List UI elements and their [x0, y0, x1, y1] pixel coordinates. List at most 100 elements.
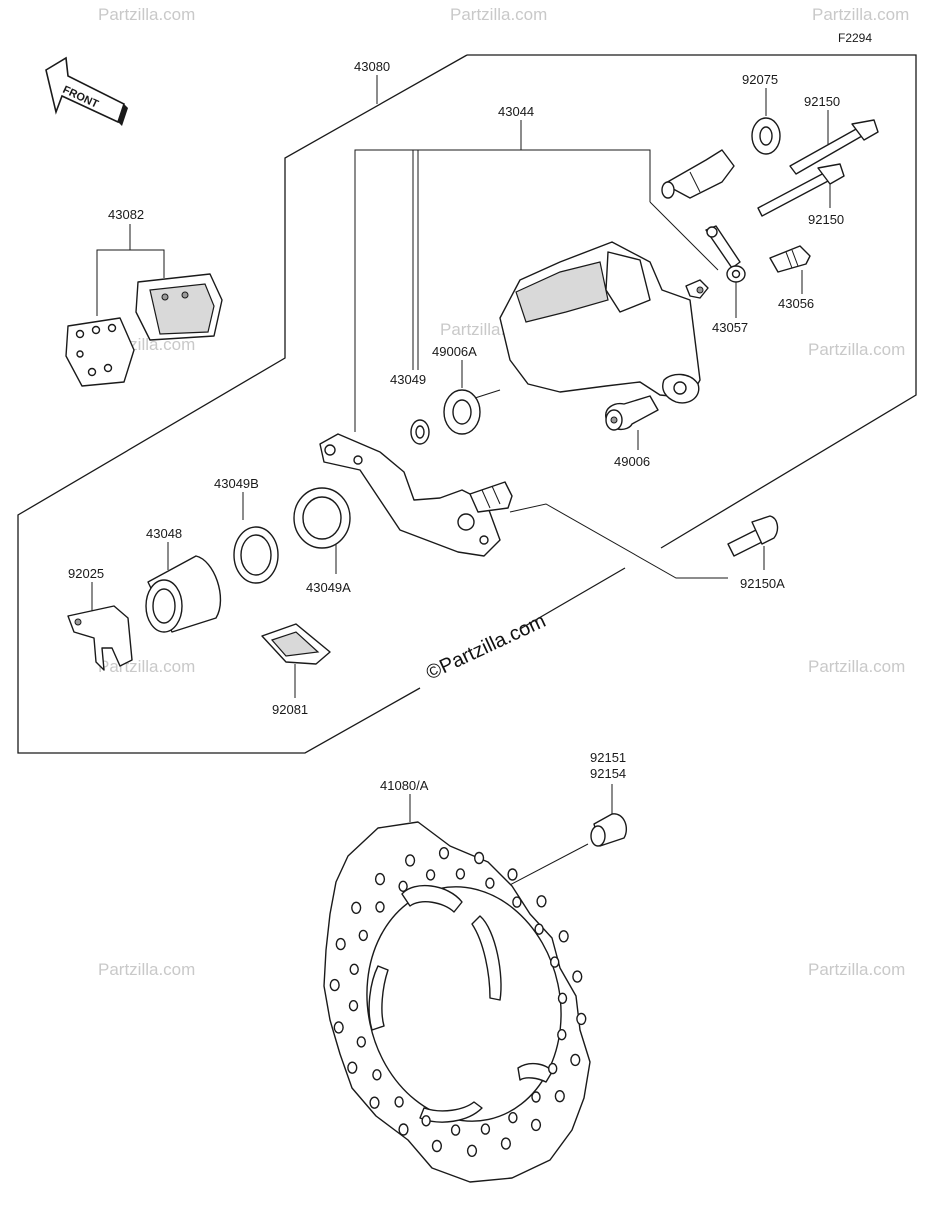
- disc-hole: [570, 1053, 581, 1067]
- piston-seal-inner: [233, 526, 279, 584]
- label-92150A: 92150A: [740, 576, 785, 591]
- watermark: Partzilla.com: [808, 340, 905, 359]
- disc-hole: [531, 1091, 541, 1103]
- disc-hole: [485, 877, 495, 889]
- disc-hole: [394, 1096, 404, 1108]
- disc-hole: [455, 868, 466, 880]
- disc-hole: [348, 1000, 359, 1012]
- watermark-center: ©Partzilla.com: [423, 610, 549, 685]
- pad-spring-link: [705, 225, 746, 283]
- assembly-frame: [17, 54, 468, 754]
- disc-hole: [375, 901, 385, 913]
- disc-hole: [356, 1036, 366, 1048]
- label-49006: 49006: [614, 454, 650, 469]
- disc-hole: [557, 1028, 567, 1041]
- watermark: Partzilla.com: [812, 5, 909, 24]
- disc-hole: [372, 1069, 382, 1081]
- part-labels: 43080 43044 92075 92150 92150 43082 4305…: [68, 59, 844, 793]
- disc-hole: [333, 1021, 344, 1034]
- caliper-frame: [354, 149, 651, 432]
- label-92150-bottom: 92150: [808, 212, 844, 227]
- disc-hole: [558, 930, 569, 943]
- label-49006A: 49006A: [432, 344, 477, 359]
- disc-hole: [550, 956, 560, 968]
- disc-hole: [466, 1144, 478, 1158]
- brake-pad-front: [65, 317, 135, 387]
- boot-seal: [751, 117, 781, 155]
- label-41080A: 41080/A: [380, 778, 429, 793]
- figure-ref: F2294: [838, 31, 872, 45]
- label-92154: 92154: [590, 766, 626, 781]
- piston-seal-outer: [293, 487, 351, 549]
- disc-hole: [576, 1012, 587, 1026]
- disc-hole: [500, 1137, 512, 1150]
- disc-hole: [534, 923, 544, 935]
- label-43080: 43080: [354, 59, 390, 74]
- disc-hole: [548, 1062, 558, 1075]
- disc-hole: [507, 868, 518, 881]
- disc-holes: [329, 847, 587, 1158]
- disc-bolt: [590, 813, 628, 847]
- label-43082: 43082: [108, 207, 144, 222]
- bleeder-valve: [769, 245, 811, 273]
- disc-hole: [530, 1118, 542, 1132]
- slide-pin-upper: [789, 119, 879, 175]
- front-arrow-icon: FRONT: [45, 56, 128, 126]
- assembly-frame: [519, 567, 626, 630]
- disc-hole: [425, 869, 436, 881]
- watermark: Partzilla.com: [450, 5, 547, 24]
- disc-hole: [358, 929, 368, 942]
- label-92075: 92075: [742, 72, 778, 87]
- caliper-body: [499, 241, 709, 404]
- disc-hole: [536, 895, 547, 908]
- label-92150-top: 92150: [804, 94, 840, 109]
- disc-hole: [554, 1089, 565, 1103]
- disc-hole: [438, 847, 450, 860]
- disc-hole: [431, 1139, 443, 1153]
- pad-shim: [261, 623, 331, 665]
- label-43056: 43056: [778, 296, 814, 311]
- disc-hole: [335, 937, 346, 951]
- watermark: Partzilla.com: [98, 960, 195, 979]
- disc-hole: [405, 854, 416, 867]
- label-43044: 43044: [498, 104, 534, 119]
- disc-bolt-leader: [503, 843, 589, 889]
- label-43049: 43049: [390, 372, 426, 387]
- sleeve-pin: [661, 149, 735, 199]
- disc-hole: [374, 872, 386, 886]
- disc-hole: [508, 1111, 518, 1124]
- disc-hole: [349, 963, 359, 975]
- disc-hole: [450, 1124, 461, 1136]
- mounting-bolt: [727, 515, 779, 557]
- disc-hole: [572, 970, 583, 983]
- label-43049A: 43049A: [306, 580, 351, 595]
- disc-hole: [557, 992, 568, 1004]
- disc-hole: [347, 1061, 358, 1074]
- label-92081: 92081: [272, 702, 308, 717]
- disc-hole: [369, 1096, 380, 1109]
- disc-hole: [398, 1123, 409, 1136]
- pad-spring: [67, 605, 133, 671]
- disc-hole: [351, 901, 362, 914]
- label-92025: 92025: [68, 566, 104, 581]
- leader-92150A-line: [509, 503, 728, 579]
- pin-bolt: [605, 395, 659, 431]
- watermark: Partzilla.com: [808, 657, 905, 676]
- assembly-frame: [467, 54, 917, 549]
- disc-hole: [480, 1123, 491, 1135]
- slide-pin-lower: [757, 163, 845, 217]
- watermark: Partzilla.com: [808, 960, 905, 979]
- label-43048: 43048: [146, 526, 182, 541]
- watermark: Partzilla.com: [98, 657, 195, 676]
- disc-hole: [421, 1115, 431, 1127]
- disc-hole: [329, 978, 340, 992]
- caliper-bracket: [319, 433, 513, 557]
- leader-43057-line: [649, 201, 719, 271]
- label-43057: 43057: [712, 320, 748, 335]
- disc-hole: [512, 896, 522, 908]
- disc-hole: [398, 880, 408, 892]
- watermark: Partzilla.com: [98, 5, 195, 24]
- washer: [410, 419, 430, 445]
- piston: [145, 555, 222, 633]
